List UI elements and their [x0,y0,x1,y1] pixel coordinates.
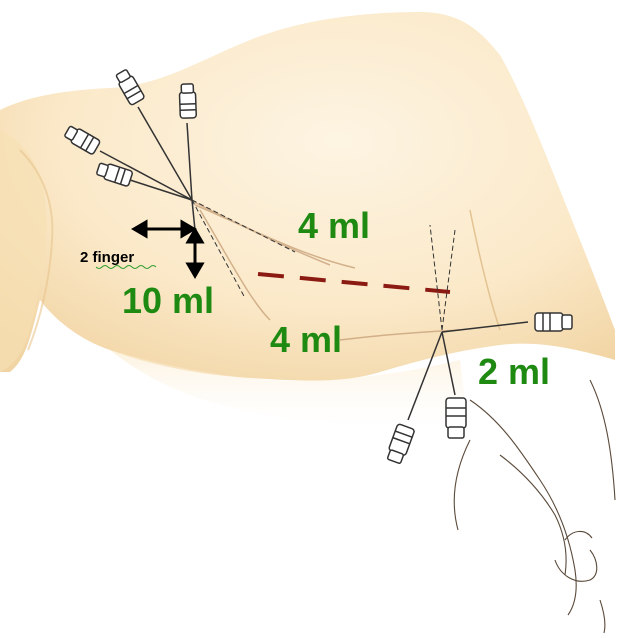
syringe-hub-icon [385,424,415,465]
right-volume-label: 2 ml [478,351,550,392]
main-volume-label: 10 ml [122,280,214,321]
syringe-hub-icon [446,398,466,438]
lower-volume-label: 4 ml [270,319,342,360]
upper-volume-label: 4 ml [298,205,370,246]
syringe-hub-icon [535,313,572,331]
lower-body-sketch [454,380,615,633]
syringe-hub-icon [179,84,196,119]
two-finger-label: 2 finger [80,249,134,266]
